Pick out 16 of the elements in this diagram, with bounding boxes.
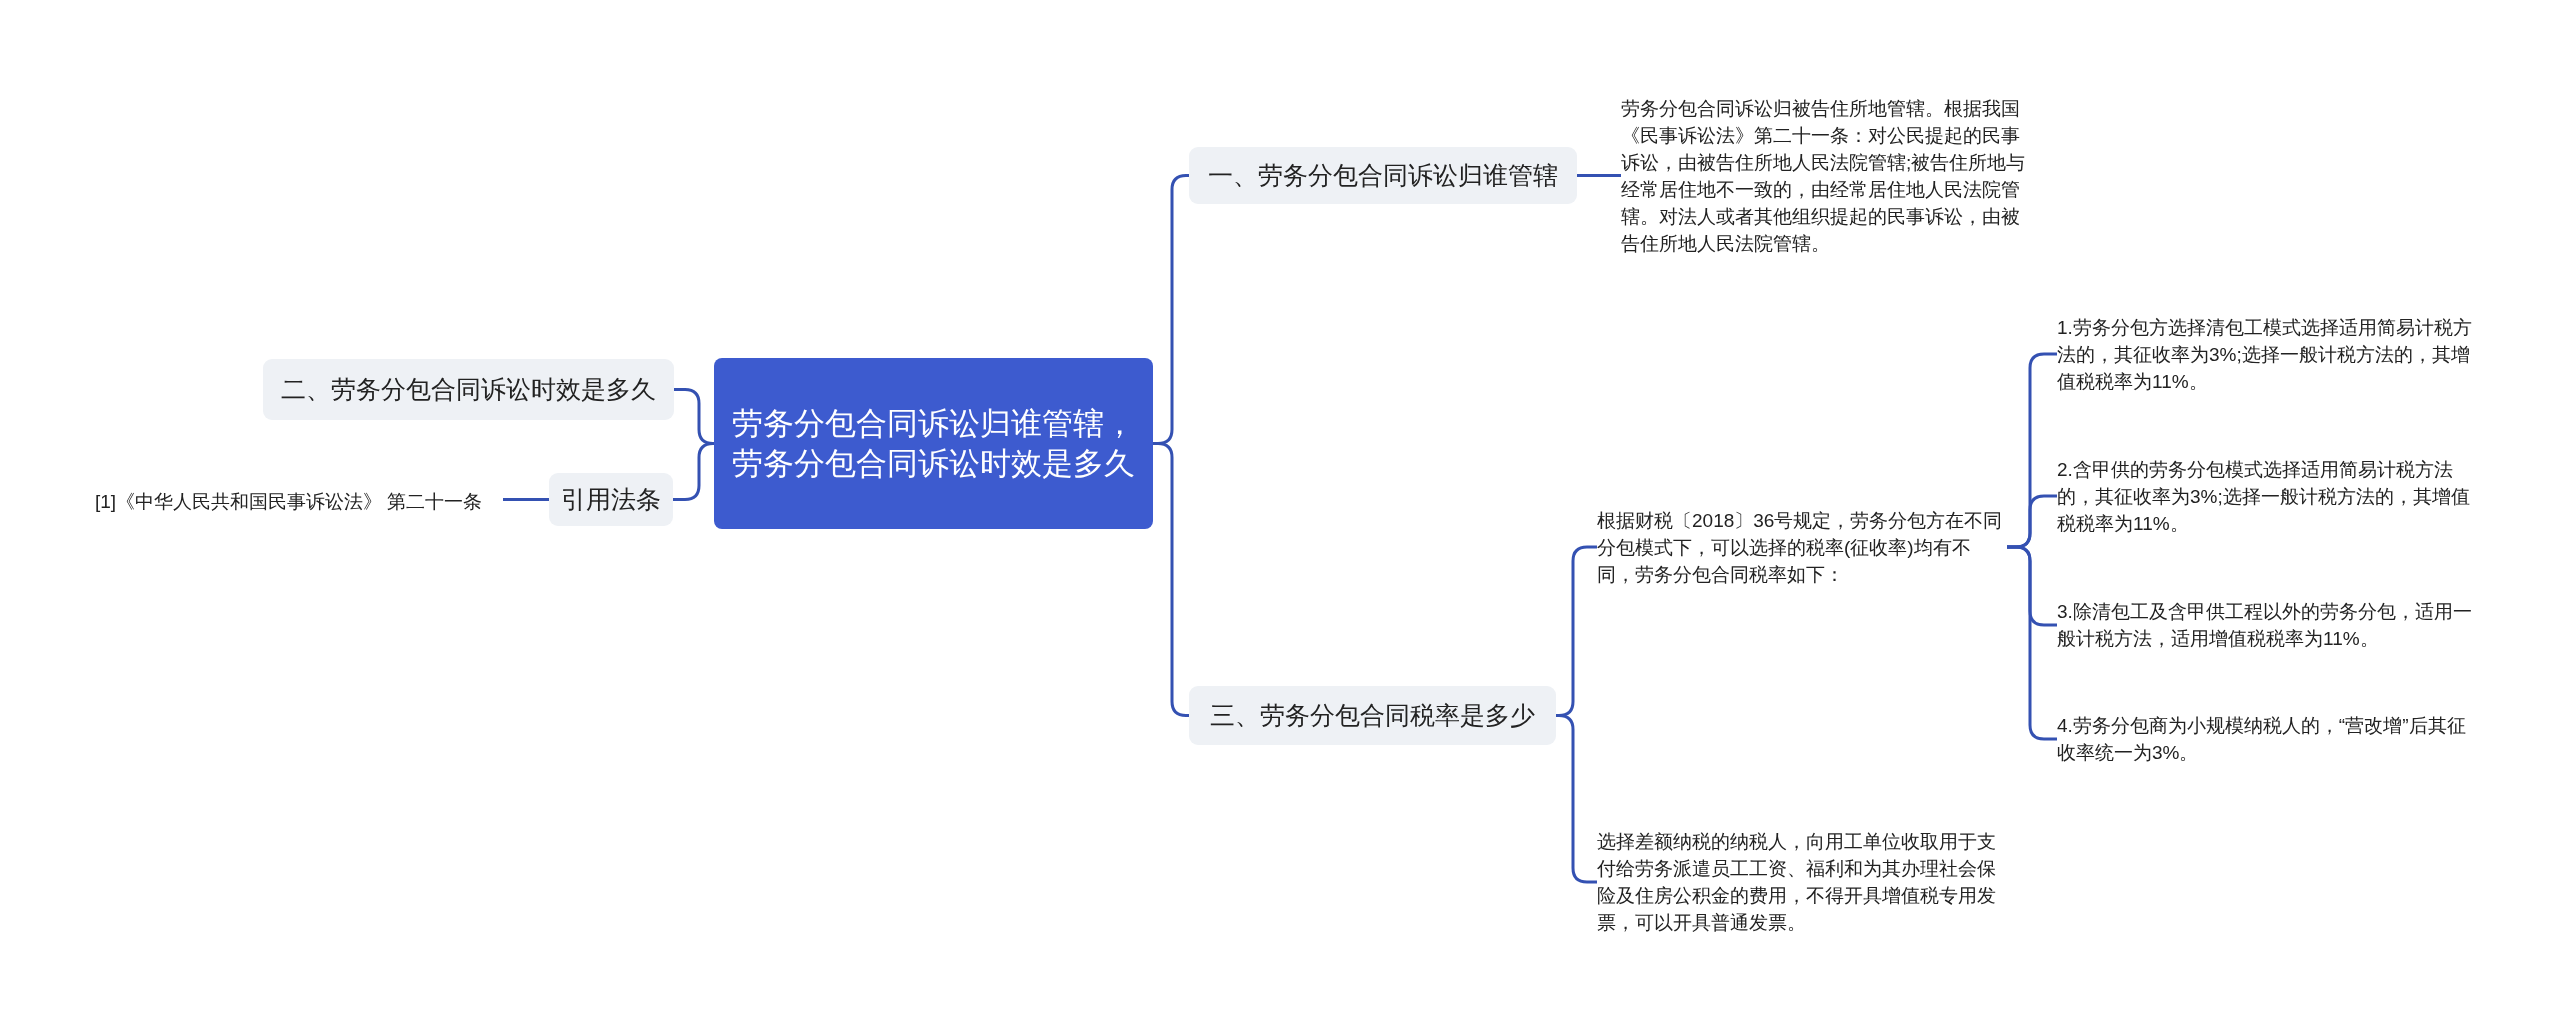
paragraph: 根据财税〔2018〕36号规定，劳务分包方在不同分包模式下，可以选择的税率(征收率)均有不同，劳务分包合同税率如下：	[1597, 506, 2007, 588]
paragraph: 2.含甲供的劳务分包模式选择适用简易计税方法的，其征收率为3%;选择一般计税方法的，其增值税税率为11%。	[2057, 455, 2477, 537]
central-topic-box: 劳务分包合同诉讼归谁管辖，劳务分包合同诉讼时效是多久	[714, 358, 1153, 529]
topic-box: 引用法条	[549, 473, 673, 526]
connector	[1577, 174, 1621, 177]
paragraph: 3.除清包工及含甲供工程以外的劳务分包，适用一般计税方法，适用增值税税率为11%。	[2057, 597, 2477, 653]
connector	[503, 498, 549, 501]
paragraph: 1.劳务分包方选择清包工模式选择适用简易计税方法的，其征收率为3%;选择一般计税方法的，其增值税税率为11%。	[2057, 313, 2477, 395]
paragraph: [1]《中华人民共和国民事诉讼法》 第二十一条	[95, 473, 503, 529]
topic-box: 一、劳务分包合同诉讼归谁管辖	[1189, 147, 1577, 204]
paragraph: 4.劳务分包商为小规模纳税人的，“营改增”后其征收率统一为3%。	[2057, 711, 2477, 767]
connector	[1556, 714, 1597, 884]
topic-box: 三、劳务分包合同税率是多少	[1189, 686, 1556, 745]
paragraph: 选择差额纳税的纳税人，向用工单位收取用于支付给劳务派遣员工工资、福利和为其办理社会保险及住房公积金的费用，不得开具增值税专用发票，可以开具普通发票。	[1597, 827, 2009, 937]
topic-box: 二、劳务分包合同诉讼时效是多久	[263, 359, 674, 420]
paragraph: 劳务分包合同诉讼归被告住所地管辖。根据我国《民事诉讼法》第二十一条：对公民提起的民事诉讼，由被告住所地人民法院管辖;被告住所地与经常居住地不一致的，由经常居住地人民法院管辖。对法人或者其他组织提起的民事诉讼，由被告住所地人民法院管辖。	[1621, 95, 2036, 257]
